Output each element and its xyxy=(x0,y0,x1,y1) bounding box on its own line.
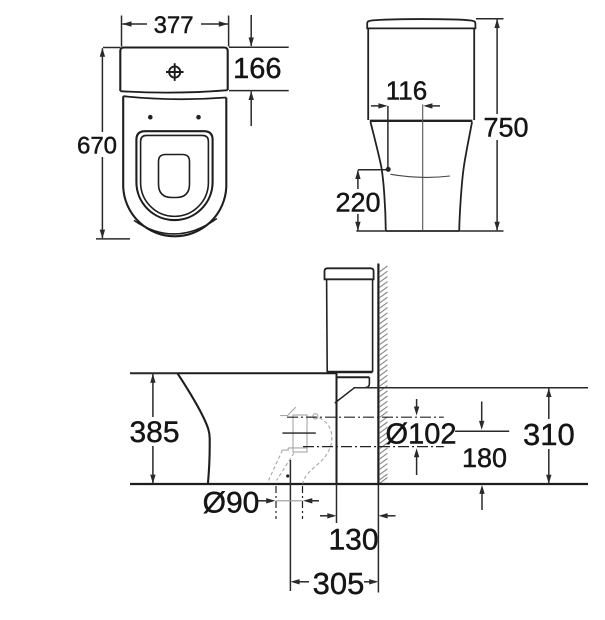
svg-text:750: 750 xyxy=(483,113,528,143)
svg-text:166: 166 xyxy=(233,53,281,85)
svg-text:377: 377 xyxy=(154,12,194,39)
svg-text:385: 385 xyxy=(129,416,179,449)
svg-text:180: 180 xyxy=(462,443,507,473)
svg-text:670: 670 xyxy=(77,132,117,159)
svg-text:305: 305 xyxy=(313,566,365,601)
svg-text:116: 116 xyxy=(386,76,427,106)
svg-text:310: 310 xyxy=(523,417,575,452)
svg-text:220: 220 xyxy=(335,188,380,218)
svg-text:130: 130 xyxy=(328,524,378,557)
svg-text:Ø102: Ø102 xyxy=(386,418,457,450)
svg-text:Ø90: Ø90 xyxy=(203,487,260,520)
